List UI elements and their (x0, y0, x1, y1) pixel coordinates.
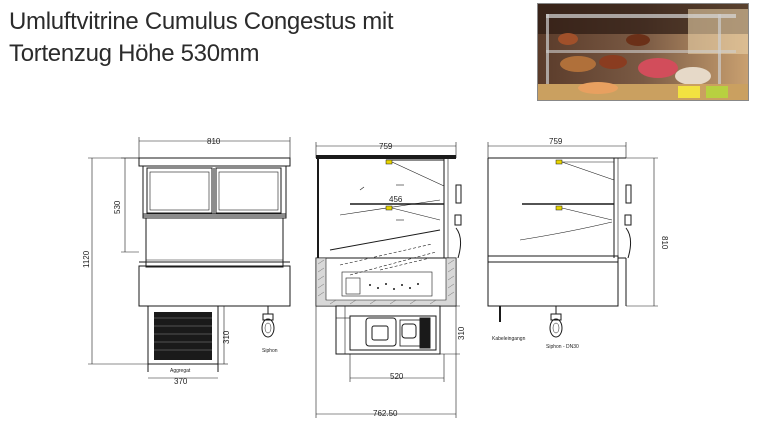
side-view (315, 142, 462, 418)
product-photo-image (538, 4, 748, 100)
front-width-label: 810 (207, 137, 221, 146)
aggregate-height-label: 310 (222, 330, 231, 344)
back-view (487, 142, 658, 338)
front-siphon-label: Siphon (262, 348, 278, 354)
aggregate-label: Aggregat (170, 368, 191, 374)
side-width-label: 759 (379, 142, 393, 151)
front-upper-height-label: 530 (113, 200, 122, 214)
product-photo (537, 3, 749, 101)
back-width-label: 759 (549, 137, 563, 146)
back-height-label: 810 (660, 236, 669, 250)
title-line-2: Tortenzug Höhe 530mm (9, 40, 260, 67)
front-total-height-label: 1120 (82, 250, 91, 268)
front-view (88, 137, 291, 379)
shelf-depth-label: 456 (389, 195, 403, 204)
back-siphon-label: Siphon - DN30 (546, 344, 579, 350)
cable-entry-label: Kabeleingangn (492, 336, 526, 342)
side-unit-height-label: 310 (457, 326, 466, 340)
page-title: Umluftvitrine Cumulus Congestus mit Tort… (9, 6, 509, 70)
side-total-depth-label: 762.50 (373, 409, 398, 418)
aggregate-width-label: 370 (174, 377, 188, 386)
title-line-1: Umluftvitrine Cumulus Congestus mit (9, 8, 394, 35)
side-unit-width-label: 520 (390, 372, 404, 381)
